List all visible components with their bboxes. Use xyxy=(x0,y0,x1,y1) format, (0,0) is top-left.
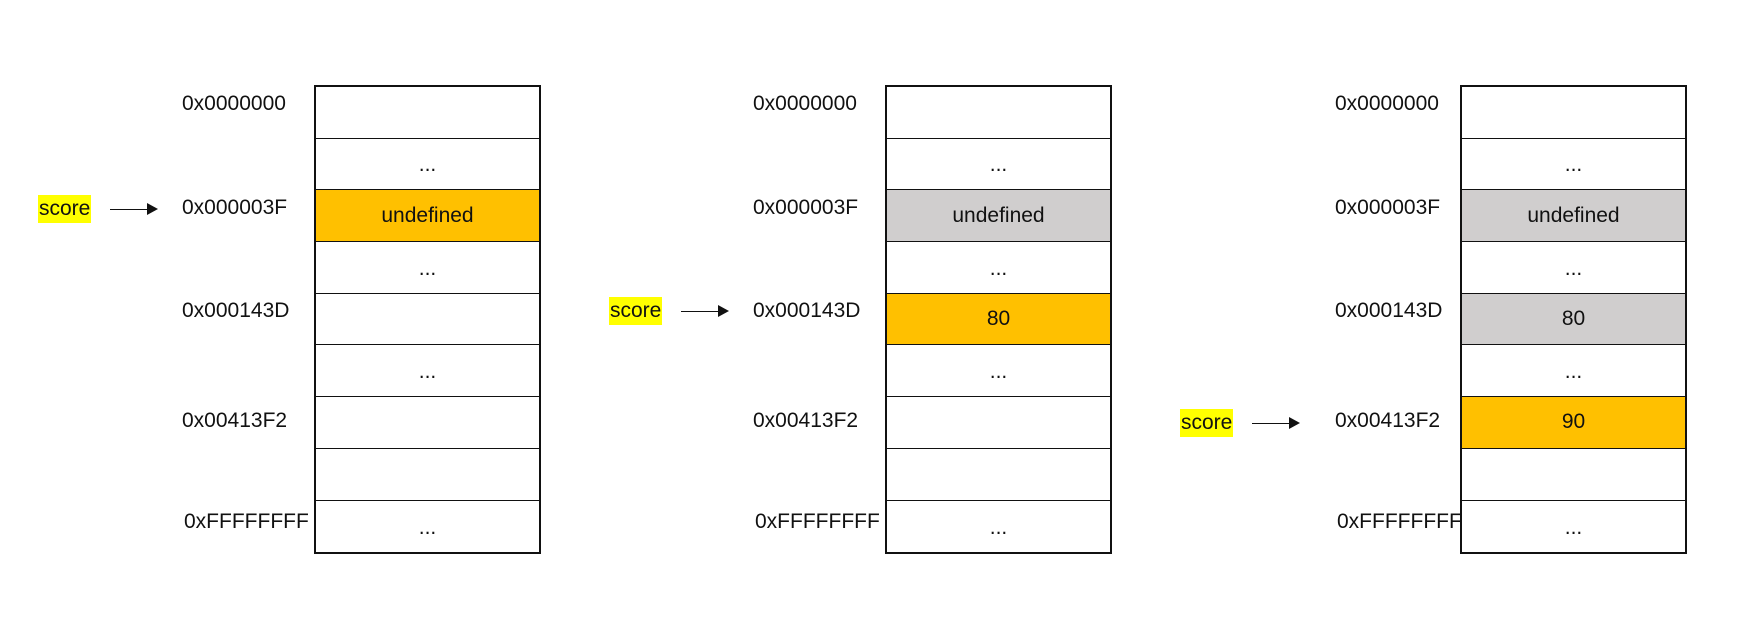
memory-cell: ... xyxy=(316,138,539,191)
arrow-right-icon xyxy=(110,203,159,215)
address-label: 0xFFFFFFFF xyxy=(1337,510,1462,533)
memory-cell xyxy=(887,87,1110,139)
address-label: 0x000143D xyxy=(753,299,861,322)
variable-label-score: score xyxy=(38,195,92,223)
memory-cell xyxy=(316,293,539,346)
address-label: 0x00413F2 xyxy=(1335,409,1441,432)
memory-panel-1: 0x0000000 0x000003F 0x000143D 0x00413F2 … xyxy=(0,0,580,642)
memory-column: ...undefined...80...90... xyxy=(1460,85,1687,555)
memory-cell: ... xyxy=(1462,345,1685,398)
memory-cell xyxy=(316,397,539,449)
memory-cell: ... xyxy=(887,242,1110,294)
memory-cell: ... xyxy=(316,345,539,398)
memory-cell xyxy=(1462,87,1685,139)
memory-cell: ... xyxy=(887,138,1110,191)
address-label: 0xFFFFFFFF xyxy=(755,510,880,533)
memory-cell: ... xyxy=(887,500,1110,553)
address-label: 0x00413F2 xyxy=(182,409,288,432)
memory-cell: ... xyxy=(1462,138,1685,191)
memory-cell: ... xyxy=(1462,242,1685,294)
memory-column: ...undefined......... xyxy=(314,85,541,555)
memory-column: ...undefined...80...... xyxy=(885,85,1112,555)
memory-cell: undefined xyxy=(316,190,539,243)
score-pointer: score xyxy=(1180,409,1301,437)
address-label: 0x00413F2 xyxy=(753,409,859,432)
memory-cell: ... xyxy=(316,242,539,294)
memory-cell: undefined xyxy=(1462,190,1685,243)
address-label: 0x0000000 xyxy=(1335,92,1439,115)
memory-cell xyxy=(316,87,539,139)
memory-cell: ... xyxy=(316,500,539,553)
memory-cell xyxy=(1462,448,1685,501)
address-label: 0x000003F xyxy=(753,196,859,219)
memory-cell: 80 xyxy=(887,293,1110,346)
address-label: 0x000003F xyxy=(1335,196,1441,219)
score-pointer: score xyxy=(609,297,730,325)
memory-cell: undefined xyxy=(887,190,1110,243)
variable-label-score: score xyxy=(609,297,663,325)
address-label: 0x000143D xyxy=(1335,299,1443,322)
address-label: 0x000003F xyxy=(182,196,288,219)
memory-cell: 80 xyxy=(1462,293,1685,346)
memory-cell: 90 xyxy=(1462,397,1685,449)
address-label: 0x000143D xyxy=(182,299,290,322)
arrow-right-icon xyxy=(681,305,730,317)
memory-cell xyxy=(887,448,1110,501)
memory-cell xyxy=(887,397,1110,449)
variable-label-score: score xyxy=(1180,409,1234,437)
address-label: 0x0000000 xyxy=(753,92,857,115)
address-label: 0xFFFFFFFF xyxy=(184,510,309,533)
memory-panel-2: 0x0000000 0x000003F 0x000143D 0x00413F2 … xyxy=(580,0,1160,642)
address-label: 0x0000000 xyxy=(182,92,286,115)
memory-cell: ... xyxy=(1462,500,1685,553)
memory-cell: ... xyxy=(887,345,1110,398)
score-pointer: score xyxy=(38,195,159,223)
memory-panel-3: 0x0000000 0x000003F 0x000143D 0x00413F2 … xyxy=(1160,0,1742,642)
memory-cell xyxy=(316,448,539,501)
arrow-right-icon xyxy=(1252,417,1301,429)
